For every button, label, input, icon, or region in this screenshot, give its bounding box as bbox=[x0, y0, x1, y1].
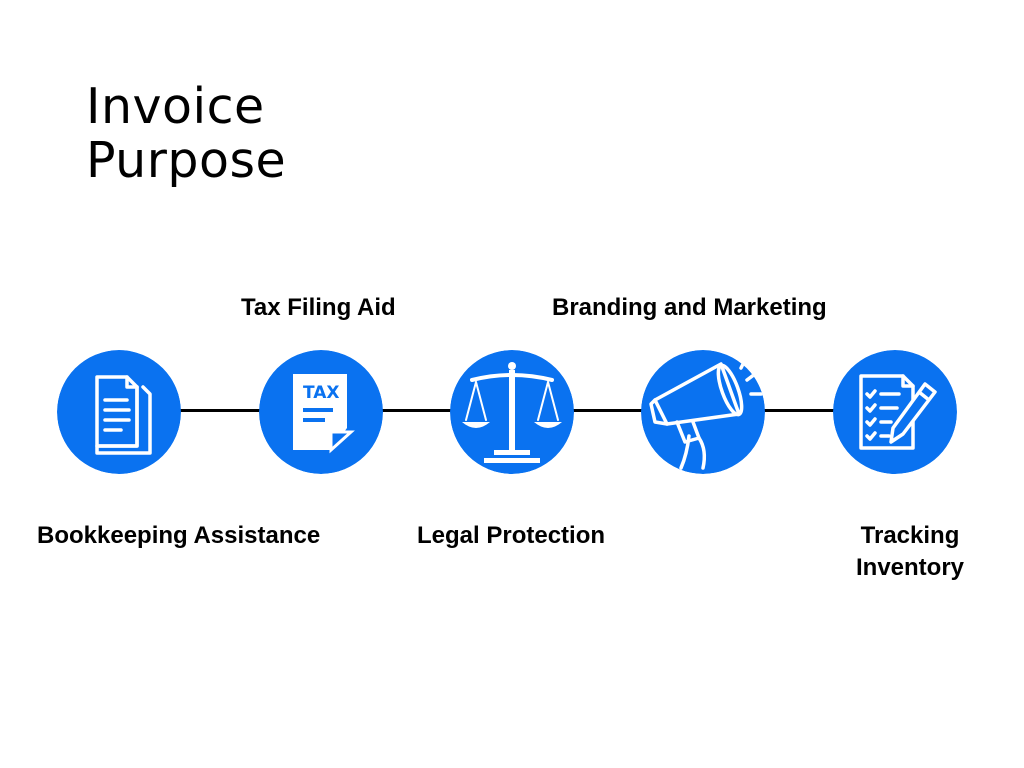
step-label-bookkeeping: Bookkeeping Assistance bbox=[37, 522, 321, 549]
step-node-tax-filing: TAX bbox=[259, 350, 383, 474]
documents-icon bbox=[57, 350, 181, 474]
page-title: Invoice Purpose bbox=[86, 80, 286, 188]
step-node-tracking-inventory bbox=[833, 350, 957, 474]
tax-document-icon: TAX bbox=[259, 350, 383, 474]
step-label-tracking-inventory: Tracking Inventory bbox=[840, 520, 980, 584]
title-line-2: Purpose bbox=[86, 132, 287, 189]
scales-of-justice-icon bbox=[450, 350, 574, 474]
step-label-branding-marketing: Branding and Marketing bbox=[552, 294, 827, 321]
step-node-bookkeeping bbox=[57, 350, 181, 474]
step-node-legal-protection bbox=[450, 350, 574, 474]
step-label-legal-protection: Legal Protection bbox=[417, 522, 606, 549]
checklist-pen-icon bbox=[833, 350, 957, 474]
title-line-1: Invoice bbox=[86, 78, 265, 135]
svg-text:TAX: TAX bbox=[303, 383, 340, 403]
step-label-tracking-line-1: Tracking bbox=[860, 522, 960, 549]
step-label-tracking-line-2: Inventory bbox=[855, 554, 965, 581]
step-label-tax-filing: Tax Filing Aid bbox=[241, 294, 396, 321]
step-node-branding-marketing bbox=[641, 350, 765, 474]
megaphone-icon bbox=[641, 350, 765, 474]
